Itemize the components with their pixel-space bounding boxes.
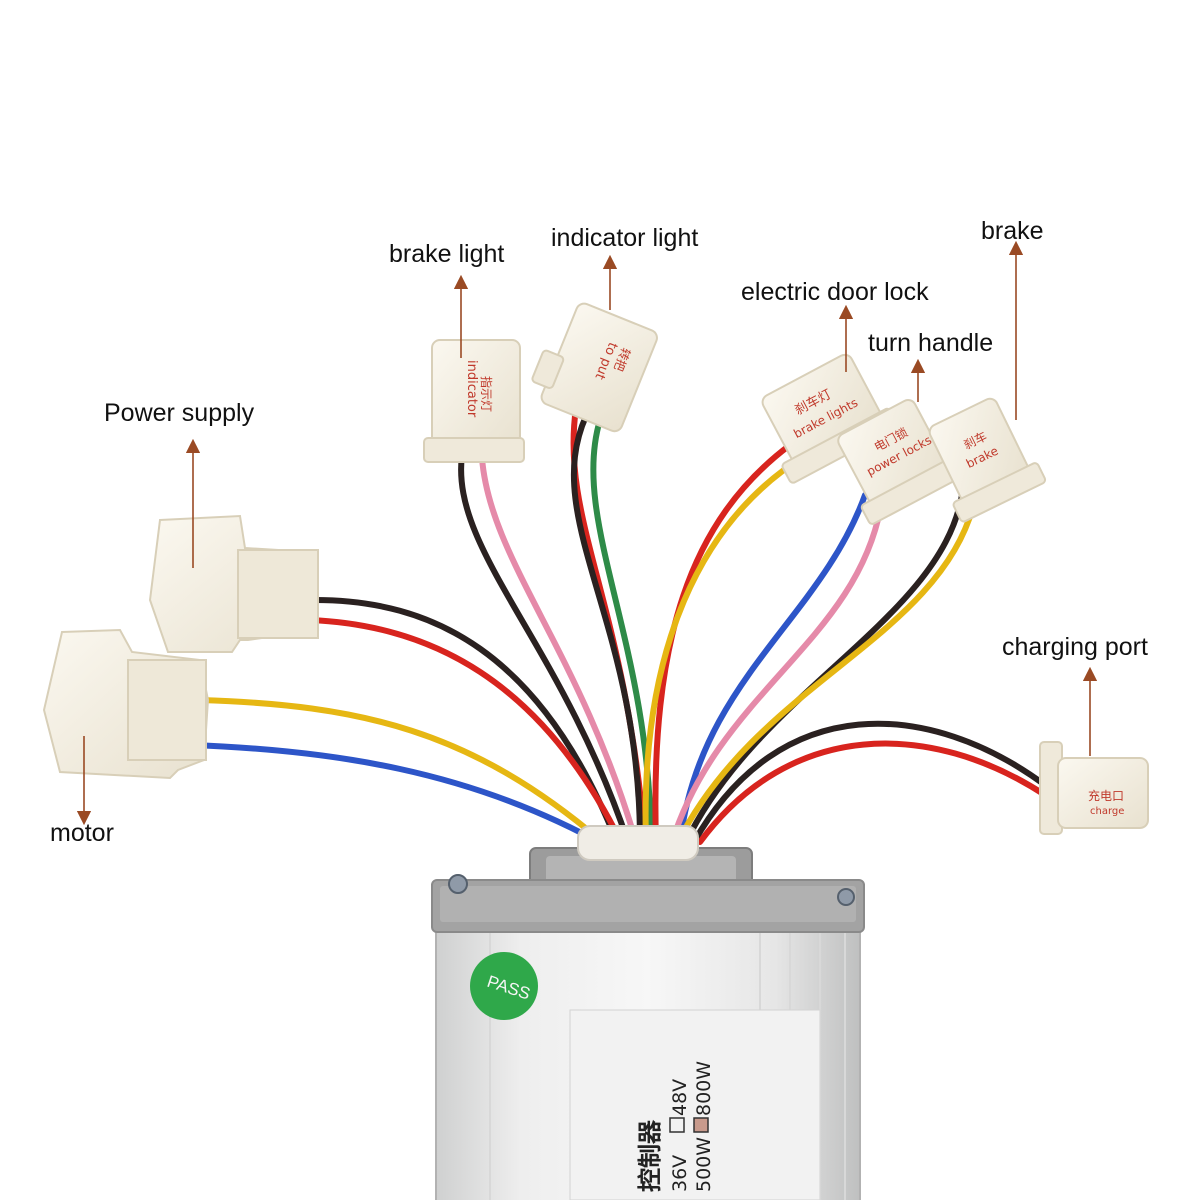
controller-title: 控制器 [636, 1119, 664, 1192]
label-motor: motor [50, 819, 114, 847]
wire-brakelights-yellow [642, 452, 809, 845]
label-charging-port: charging port [1002, 633, 1148, 661]
screw-left [448, 874, 468, 894]
checkbox-800w [693, 1117, 709, 1133]
screw-right [837, 888, 855, 906]
wire-motor-yellow [197, 697, 603, 843]
indicator-cn-text: 指示灯 [479, 376, 494, 412]
brake-connector: 刹车 brake [928, 397, 1047, 523]
motor-connector [42, 628, 210, 780]
indicator-connector: 指示灯 indicator [423, 339, 525, 463]
label-brake-light: brake light [389, 240, 505, 268]
pass-sticker: PASS [470, 952, 538, 1020]
label-power-supply: Power supply [104, 399, 255, 427]
indicator-en-text: indicator [464, 360, 479, 418]
voltage-36: 36V [669, 1155, 691, 1192]
power-500: 500W [693, 1137, 715, 1192]
wire-brake-light-pink [479, 455, 639, 845]
wire-brake-light-black [458, 452, 631, 845]
charge-en-text: charge [1090, 806, 1124, 817]
wire-grommet [577, 825, 699, 861]
wire-brake-yellow [675, 497, 978, 845]
charge-connector: 充电口 charge [1039, 741, 1149, 835]
wire-power-red [307, 617, 623, 843]
voltage-48: 48V [669, 1079, 691, 1116]
power-800: 800W [693, 1061, 715, 1116]
label-indicator-light: indicator light [551, 224, 699, 252]
wire-charge-black [691, 720, 1048, 845]
wire-harness [187, 405, 1048, 849]
wire-powerlocks-blue [677, 492, 868, 845]
power-locks-connector: 电门锁 power locks [837, 399, 963, 525]
controller-body [431, 847, 865, 1200]
wire-power-black [312, 597, 619, 843]
wire-powerlocks-pink [669, 497, 885, 845]
to-put-connector: 转把 to put [531, 302, 658, 433]
callout-arrows [76, 240, 1098, 826]
wire-brake-black [683, 492, 965, 845]
wire-indicator-black [570, 413, 643, 845]
wire-motor-blue [187, 742, 609, 849]
charge-cn-text: 充电口 [1088, 788, 1124, 803]
wire-charge-red [697, 740, 1048, 845]
label-electric-door-lock: electric door lock [741, 278, 929, 306]
label-brake: brake [981, 217, 1044, 245]
controller-spec-label: 控制器 36V 48V 500W 800W [636, 1061, 715, 1192]
label-turn-handle: turn handle [868, 329, 994, 357]
power-supply-connector [148, 514, 320, 653]
checkbox-48v [669, 1117, 685, 1133]
